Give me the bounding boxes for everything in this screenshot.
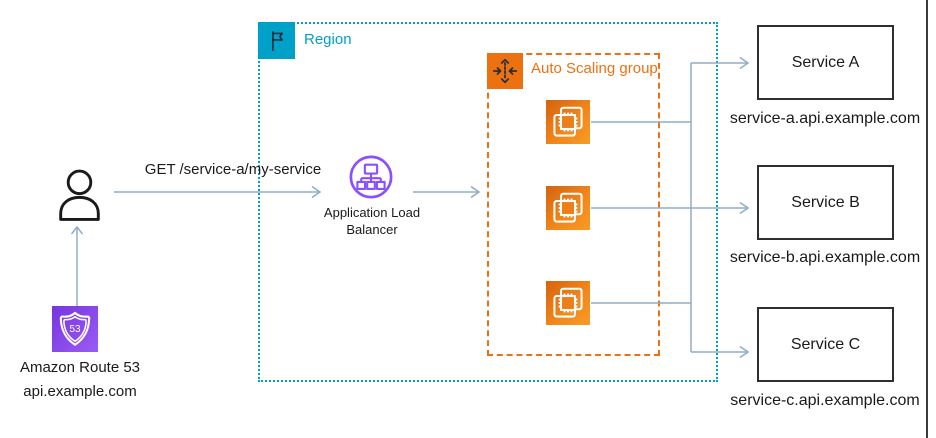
service-a-box: Service A — [757, 25, 894, 100]
arrow-route53-to-user — [70, 225, 84, 306]
route53-domain: api.example.com — [23, 383, 137, 400]
request-path-label: GET /service-a/my-service — [144, 161, 322, 178]
route53-shield-icon: 53 — [52, 306, 98, 352]
service-b-domain: service-b.api.example.com — [729, 249, 921, 266]
alb-label-line1: Application Load — [323, 205, 421, 220]
route53-label: Amazon Route 53 api.example.com — [0, 356, 165, 404]
region-label: Region — [304, 31, 352, 48]
ec2-instance-icon — [546, 281, 590, 325]
ec2-instance-icon — [546, 186, 590, 230]
service-a-domain: service-a.api.example.com — [729, 110, 921, 127]
service-b-box: Service B — [757, 165, 894, 240]
person-icon — [57, 169, 102, 222]
right-edge-divider — [926, 0, 928, 438]
region-boundary-box — [258, 22, 718, 382]
service-c-domain: service-c.api.example.com — [730, 392, 920, 409]
service-b-name: Service B — [791, 193, 860, 211]
alb-label-line2: Balancer — [346, 222, 398, 237]
route53-title: Amazon Route 53 — [19, 359, 141, 376]
route53-shield-number: 53 — [69, 324, 81, 335]
ec2-instance-icon — [546, 100, 590, 144]
auto-scaling-group-box — [487, 53, 660, 356]
region-flag-icon — [258, 22, 295, 59]
auto-scaling-group-label: Auto Scaling group — [531, 60, 658, 77]
load-balancer-icon — [348, 154, 394, 200]
service-a-name: Service A — [791, 53, 860, 71]
service-c-name: Service C — [790, 335, 861, 353]
service-c-box: Service C — [757, 307, 894, 382]
auto-scaling-icon — [487, 53, 523, 89]
alb-label: Application Load Balancer — [317, 204, 427, 238]
